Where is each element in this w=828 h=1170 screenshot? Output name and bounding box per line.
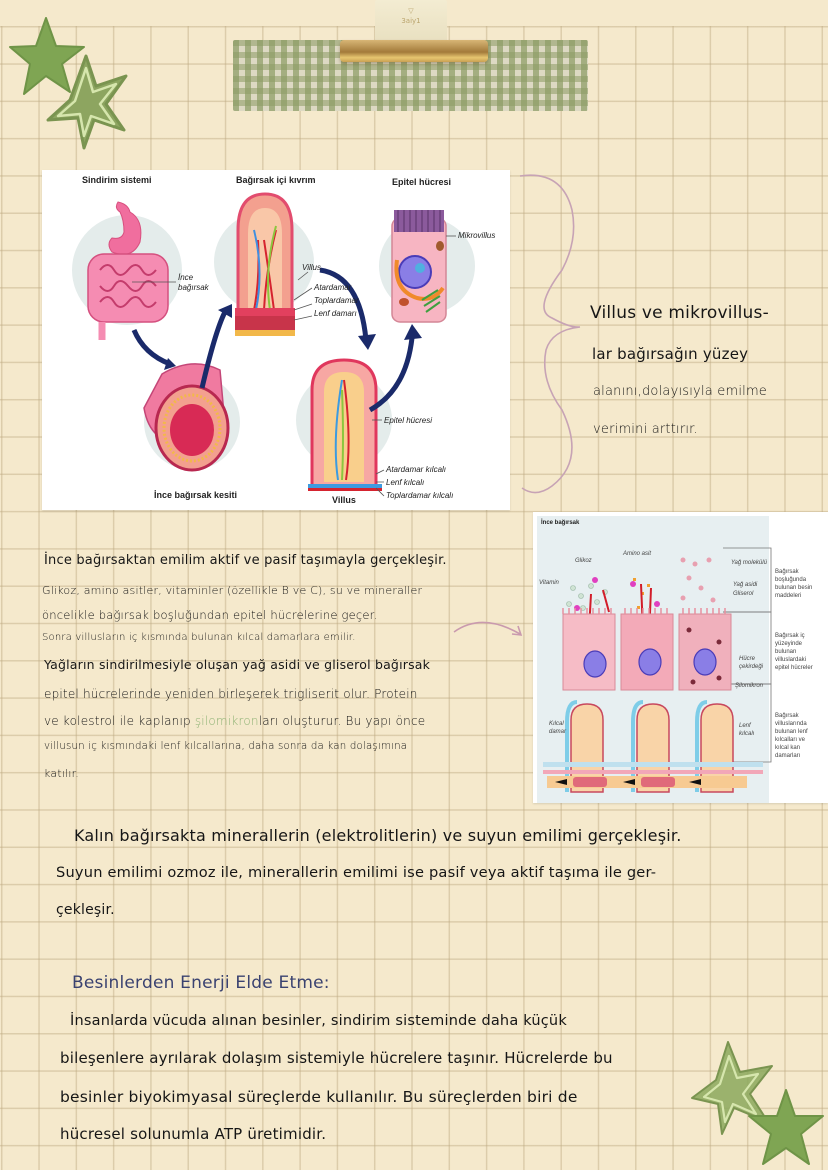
star-icon-solid-bottom xyxy=(748,1089,824,1165)
side-label-capillaries-line: kılcalları ve xyxy=(775,737,806,743)
side-label-capillaries-line: villuslarında xyxy=(775,721,807,727)
binder-clip-plate xyxy=(375,0,447,45)
section-line-4: hücresel solunumla ATP üretimidir. xyxy=(60,1125,327,1143)
label-nucleus-line1: Hücre xyxy=(739,656,756,662)
side-label-lumen-line: Bağırsak xyxy=(775,569,799,575)
label-lymph-line1: Lenf xyxy=(739,723,751,729)
highlighted-term-chylomicron: şilomikron xyxy=(194,714,259,728)
section-line-2: bileşenlere ayrılarak dolaşım sistemiyle… xyxy=(60,1049,613,1067)
star-icon-outline xyxy=(46,54,128,150)
label-vein: Toplardamar xyxy=(314,296,359,305)
label-fat-molecule: Yağ molekülü xyxy=(731,560,767,566)
paragraph2-line-1: Kalın bağırsakta minerallerin (elektroli… xyxy=(74,826,682,845)
side-label-capillaries-line: Bağırsak xyxy=(775,713,799,719)
clip-logo-mark: ▽ xyxy=(408,7,414,15)
heading-intestinal-fold: Bağırsak içi kıvrım xyxy=(236,175,316,185)
label-epithelial-cell: Epitel hücresi xyxy=(384,416,433,425)
caption-small-intestine-section: İnce bağırsak kesiti xyxy=(154,490,238,500)
section-line-1: İnsanlarda vücuda alınan besinler, sindi… xyxy=(70,1013,567,1029)
section-line-3: besinler biyokimyasal süreçlerde kullanı… xyxy=(60,1088,578,1106)
label-capillary-line1: Kılcal xyxy=(549,721,564,727)
label-small-intestine-line1: İnce xyxy=(178,273,194,282)
star-icon-outline-bottom xyxy=(691,1041,773,1135)
side-label-epithelium-line: Bağırsak iç xyxy=(775,633,805,639)
side-label-epithelium-line: bulunan xyxy=(775,649,797,655)
side-label-lumen: Bağırsak boşluğunda bulunan besin maddel… xyxy=(775,568,812,600)
heading-digestive-system: Sindirim sistemi xyxy=(82,175,152,185)
figure1-illustration xyxy=(72,192,475,497)
paragraph1-line-3: öncelikle bağırsak boşluğundan epitel hü… xyxy=(42,608,378,622)
star-icon-solid xyxy=(9,17,85,95)
label-nucleus: Hücre çekirdeği xyxy=(739,655,763,671)
paragraph1-line-1: İnce bağırsaktan emilim aktif ve pasif t… xyxy=(44,553,447,568)
label-lymph-vessel: Lenf damarı xyxy=(314,309,357,318)
paragraph1-line-5: Yağların sindirilmesiyle oluşan yağ asid… xyxy=(44,657,431,672)
heading-epithelial-cell: Epitel hücresi xyxy=(392,177,452,187)
paragraph1-line-7-start: ve kolestrol ile kaplanıp xyxy=(44,714,195,728)
side-label-epithelium-line: epitel hücreler xyxy=(775,665,813,671)
binder-clip-logo: ▽ 3aiy1 xyxy=(392,6,430,34)
side-label-epithelium-line: yüzeyinde xyxy=(775,641,803,647)
side-label-capillaries: Bağırsak villuslarında bulunan lenf kılc… xyxy=(775,712,808,760)
side-label-epithelium: Bağırsak iç yüzeyinde bulunan villuslard… xyxy=(775,632,813,672)
label-small-intestine-line2: bağırsak xyxy=(178,283,209,292)
paragraph2-line-2: Suyun emilimi ozmoz ile, minerallerin em… xyxy=(56,864,657,881)
side-label-lumen-line: maddeleri xyxy=(775,593,802,599)
section-title: Besinlerden Enerji Elde Etme: xyxy=(72,973,330,993)
label-amino-acid: Amino asit xyxy=(623,551,652,557)
label-microvillus: Mikrovillus xyxy=(458,231,496,240)
paragraph2-line-3: çekleşir. xyxy=(56,902,115,918)
side-label-lumen-line: boşluğunda xyxy=(775,577,807,583)
label-vitamin: Vitamin xyxy=(539,580,559,586)
binder-clip-bar xyxy=(340,40,488,62)
label-glucose: Glikoz xyxy=(575,558,592,564)
label-lymph-line2: kılcalı xyxy=(739,731,755,737)
paragraph1-line-7-end: ları oluşturur. Bu yapı önce xyxy=(258,714,426,728)
label-lymph-capillary: Lenf kılcalı xyxy=(739,722,754,738)
label-fatty-acid: Yağ asidi xyxy=(733,582,758,588)
side-label-epithelium-line: villuslardaki xyxy=(775,657,807,663)
label-capillary-line2: damar xyxy=(549,729,567,735)
label-arterial-capillary: Atardamar kılcalı xyxy=(386,465,447,474)
paragraph1-line-7: ve kolestrol ile kaplanıp şilomikronları… xyxy=(44,714,425,728)
digestive-villus-figure: Sindirim sistemi Bağırsak içi kıvrım Epi… xyxy=(42,170,510,510)
caption-villus: Villus xyxy=(332,495,356,505)
label-artery: Atardamar xyxy=(314,283,352,292)
figure2-illustration xyxy=(537,512,828,803)
label-lymph-capillary: Lenf kılcalı xyxy=(386,478,425,487)
side-label-lumen-line: bulunan besin xyxy=(775,585,813,591)
paragraph1-line-6: epitel hücrelerinde yeniden birleşerek t… xyxy=(44,687,418,701)
side-note-line-4: verimini arttırır. xyxy=(593,422,698,437)
side-label-capillaries-line: kılcal kan xyxy=(775,745,801,751)
curved-arrow-icon xyxy=(453,621,523,636)
label-villus-top: Villus xyxy=(302,263,321,272)
paragraph1-line-2: Glikoz, amino asitler, vitaminler (özell… xyxy=(42,584,423,597)
label-glycerol: Gliserol xyxy=(733,591,754,597)
side-note-line-3: alanını,dolayısıyla emilme xyxy=(593,384,768,399)
paragraph1-line-9: katılır. xyxy=(44,767,80,780)
side-note-line-2: lar bağırsağın yüzey xyxy=(592,345,749,363)
side-label-capillaries-line: damarları xyxy=(775,753,801,759)
figure2-title: İnce bağırsak xyxy=(541,520,580,526)
label-capillary: Kılcal damar xyxy=(549,720,566,736)
label-chylomicron: Şilomikron xyxy=(735,683,764,689)
paragraph1-line-4: Sonra villusların iç kısmında bulunan kı… xyxy=(42,632,356,643)
paragraph1-line-8: villusun iç kısmındaki lenf kılcallarına… xyxy=(44,741,408,752)
clip-logo-text: 3aiy1 xyxy=(401,17,421,25)
side-note-line-1: Villus ve mikrovillus- xyxy=(590,303,769,323)
label-venous-capillary: Toplardamar kılcalı xyxy=(386,491,454,500)
side-label-capillaries-line: bulunan lenf xyxy=(775,729,808,735)
label-nucleus-line2: çekirdeği xyxy=(739,664,764,670)
label-small-intestine: İnce bağırsak xyxy=(178,273,209,293)
absorption-figure: İnce bağırsak Glikoz Amino asit Vitamin … xyxy=(533,512,828,803)
curly-bracket xyxy=(519,174,581,494)
